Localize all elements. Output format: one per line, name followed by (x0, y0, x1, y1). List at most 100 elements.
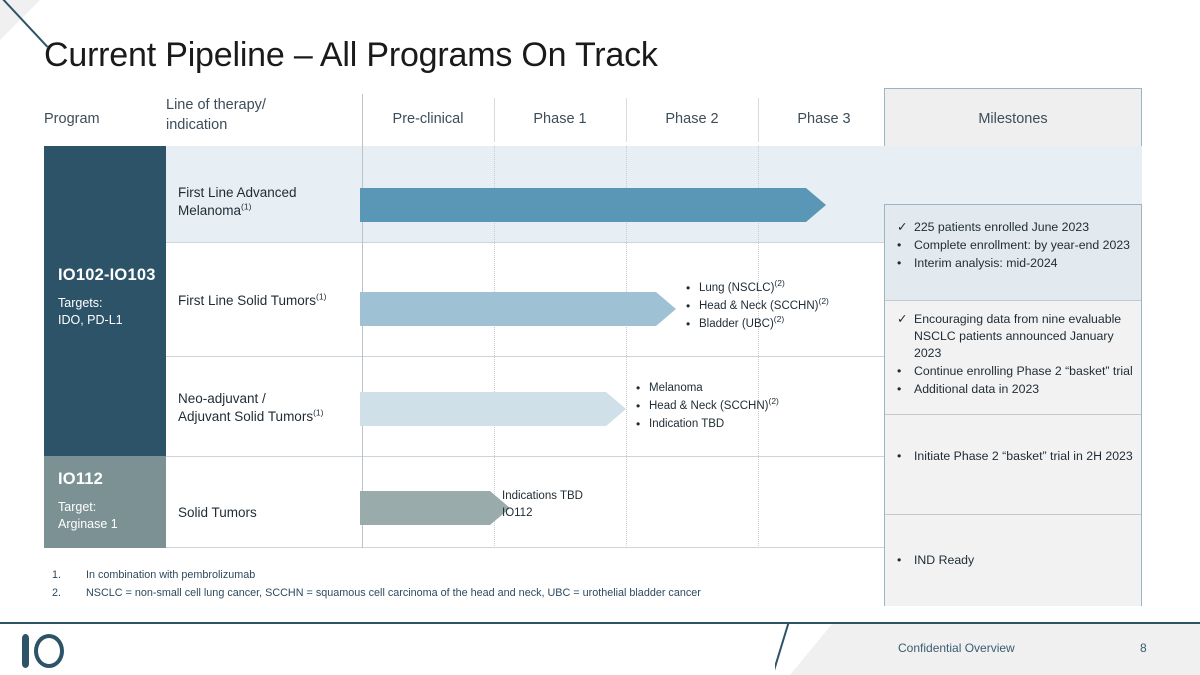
arrow-head (806, 188, 826, 222)
arrow-head (656, 292, 676, 326)
page-number: 8 (1140, 641, 1147, 655)
arrow-body (360, 292, 656, 326)
footnote-text: In combination with pembrolizumab (86, 569, 256, 581)
footnote-1: 1. In combination with pembrolizumab (52, 566, 952, 584)
program-block-io112[interactable]: IO112 Target: Arginase 1 (44, 456, 166, 548)
list-item: ✓225 patients enrolled June 2023 (897, 220, 1090, 234)
notes-line-1: Indications TBD (502, 490, 583, 502)
milestones-column: ✓225 patients enrolled June 2023 •Comple… (884, 204, 1142, 606)
pipeline-arrow-row-3 (360, 392, 626, 426)
bullet-icon: • (897, 255, 902, 270)
indication-label-row-2: First Line Solid Tumors(1) (178, 291, 327, 308)
list-item: Head & Neck (SCCHN)(2) (634, 397, 779, 416)
footnote-2: 2. NSCLC = non-small cell lung cancer, S… (52, 584, 952, 602)
indication-label-row-4: Solid Tumors (178, 505, 257, 520)
page-title: Current Pipeline – All Programs On Track (44, 36, 658, 74)
column-header-preclinical: Pre-clinical (392, 111, 464, 127)
column-divider-phase3 (758, 146, 759, 548)
list-item: •Additional data in 2023 (897, 381, 1040, 396)
milestones-row-divider (885, 514, 1141, 515)
footnote-text: NSCLC = non-small cell lung cancer, SCCH… (86, 587, 701, 600)
milestones-cell-row-1 (885, 205, 1141, 301)
milestones-cell-row-3 (885, 415, 1141, 515)
pipeline-arrow-row-1 (360, 188, 826, 222)
column-header-milestones: Milestones (978, 111, 1048, 127)
footer-confidentiality-label: Confidential Overview (898, 641, 1015, 655)
bullet-icon: • (897, 553, 902, 567)
column-divider-phase1 (494, 146, 495, 548)
program-name: IO102-IO103 (58, 266, 156, 284)
pipeline-arrow-row-2 (360, 292, 676, 326)
arrow-head (490, 491, 510, 525)
bullet-icon: • (897, 237, 902, 252)
arrow-body (360, 491, 490, 525)
list-item: Head & Neck (SCCHN)(2) (684, 297, 829, 316)
milestones-row-divider (885, 414, 1141, 415)
footnote-number: 1. (52, 569, 62, 581)
arrow-body (360, 188, 806, 222)
notes-line-2: IO112 (502, 506, 533, 519)
milestones-list-row-2: ✓Encouraging data from nine evaluable NS… (897, 311, 1133, 399)
pipeline-grid-body: IO102-IO103 Targets: IDO, PD-L1 IO112 Ta… (44, 146, 1142, 606)
bullet-icon: • (897, 449, 902, 463)
footer-band (790, 624, 1200, 675)
header-divider-phase3 (758, 98, 759, 142)
program-name: IO112 (58, 470, 104, 488)
indication-label-row-3: Neo-adjuvant / Adjuvant Solid Tumors(1) (178, 391, 324, 424)
column-divider-preclinical (362, 146, 363, 548)
indication-notes-row-2: Lung (NSCLC)(2) Head & Neck (SCCHN)(2) B… (684, 279, 829, 333)
program-block-io102-io103[interactable]: IO102-IO103 Targets: IDO, PD-L1 (44, 146, 166, 456)
list-item: •Interim analysis: mid-2024 (897, 255, 1058, 270)
logo-bar (22, 634, 29, 668)
footer-rule (0, 622, 1200, 624)
header-divider-phase1 (494, 98, 495, 142)
column-header-program: Program (44, 111, 100, 127)
milestones-list-row-1: ✓225 patients enrolled June 2023 •Comple… (897, 219, 1133, 273)
corner-decoration (0, 0, 120, 60)
arrow-body (360, 392, 606, 426)
bullet-icon: • (897, 363, 902, 378)
column-header-line-of-therapy: Line of therapy/ indication (166, 97, 266, 133)
indication-notes-row-3: Melanoma Head & Neck (SCCHN)(2) Indicati… (634, 379, 779, 434)
column-divider-phase2 (626, 146, 627, 548)
milestones-cell-row-2 (885, 301, 1141, 415)
bullet-icon: • (897, 381, 902, 396)
program-targets-value: IDO, PD-L1 (58, 312, 123, 327)
row-divider (166, 547, 1142, 548)
footnote-number: 2. (52, 587, 62, 600)
program-targets-value: Arginase 1 (58, 516, 118, 531)
column-header-phase-1: Phase 1 (533, 111, 587, 127)
check-icon: ✓ (897, 312, 908, 326)
footnotes: 1. In combination with pembrolizumab 2. … (52, 566, 952, 603)
list-item: •Initiate Phase 2 “basket” trial in 2H 2… (897, 449, 1133, 463)
footer-diagonal-line (775, 624, 835, 675)
list-item: •Continue enrolling Phase 2 “basket” tri… (897, 363, 1133, 378)
row-divider (166, 242, 1142, 243)
check-icon: ✓ (897, 220, 908, 234)
milestones-list-row-3: •Initiate Phase 2 “basket” trial in 2H 2… (897, 448, 1133, 466)
list-item: Melanoma (634, 379, 779, 398)
list-item: Lung (NSCLC)(2) (684, 279, 829, 298)
arrow-head (606, 392, 626, 426)
list-item: ✓Encouraging data from nine evaluable NS… (897, 312, 1122, 360)
program-targets-label: Targets: (58, 296, 103, 310)
column-header-phase-2: Phase 2 (665, 111, 719, 127)
list-item: Indication TBD (634, 415, 779, 434)
indication-label-row-1: First Line Advanced Melanoma(1) (178, 185, 297, 218)
company-logo-icon (18, 632, 74, 670)
row-divider (166, 456, 1142, 457)
list-item: •IND Ready (897, 553, 975, 567)
row-divider (166, 356, 1142, 357)
pipeline-table: Program Line of therapy/ indication Pre-… (44, 88, 1142, 606)
milestones-header-box (884, 88, 1142, 146)
milestones-cell-row-4 (885, 515, 1141, 606)
indication-notes-row-4: Indications TBD IO112 (502, 488, 583, 521)
header-divider-phase2 (626, 98, 627, 142)
column-header-phase-3: Phase 3 (797, 111, 851, 127)
milestones-row-divider (885, 300, 1141, 301)
milestones-list-row-4: •IND Ready (897, 552, 1133, 570)
pipeline-arrow-row-4 (360, 491, 510, 525)
program-targets-label: Target: (58, 500, 97, 514)
header-divider-preclinical (362, 94, 363, 146)
logo-circle (34, 634, 64, 668)
